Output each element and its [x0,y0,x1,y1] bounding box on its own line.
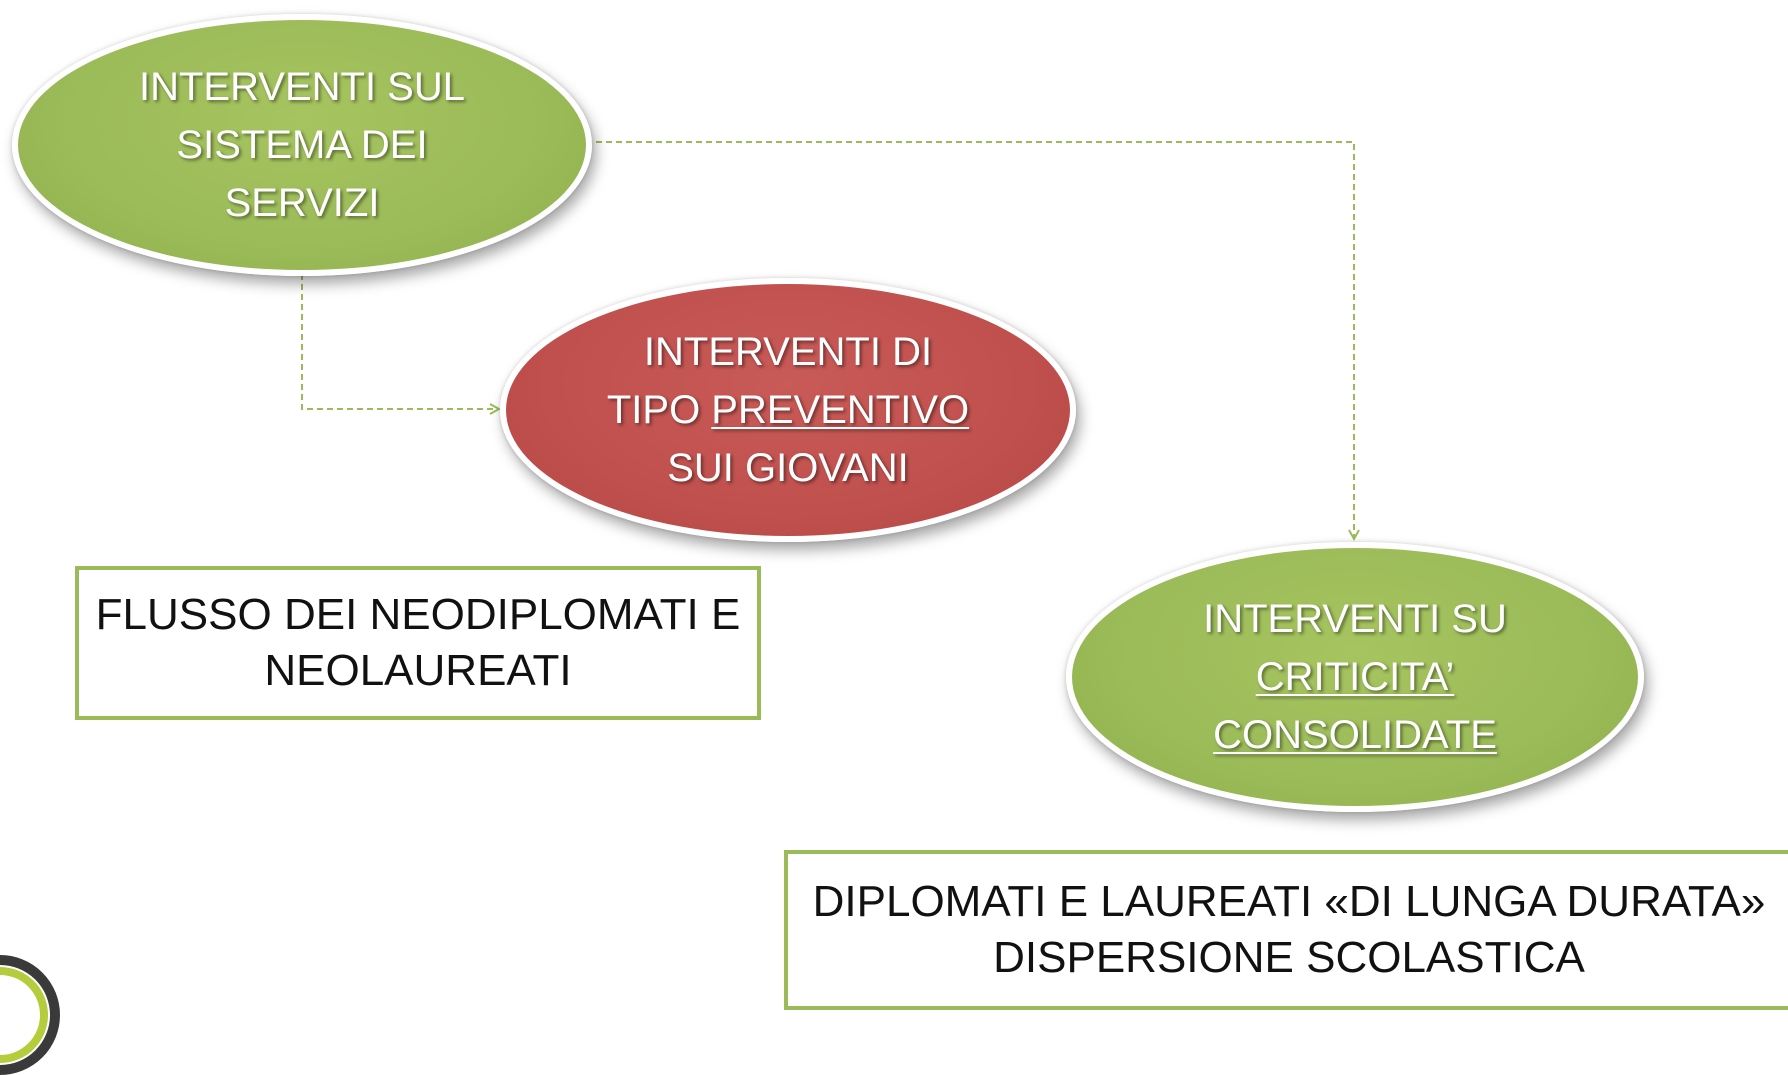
node-servizi-line3: SERVIZI [224,181,380,225]
node-criticita-line1: INTERVENTI SU [1203,597,1507,641]
node-preventivo-line3: SUI GIOVANI [667,446,909,490]
connector-servizi-to-criticita [586,141,1360,542]
connectors [301,141,1360,542]
box-flusso-line1: FLUSSO DEI NEODIPLOMATI E [95,590,741,639]
node-servizi-line2: SISTEMA DEI [176,123,428,167]
node-preventivo-line1: INTERVENTI DI [643,330,933,374]
node-label: INTERVENTI SU CRITICITA’ CONSOLIDATE [1203,590,1507,764]
box-lunga-durata-line2: DISPERSIONE SCOLASTICA [993,933,1585,982]
box-label: DIPLOMATI E LAUREATI «DI LUNGA DURATA» D… [813,874,1766,986]
node-interventi-preventivo: INTERVENTI DI TIPO PREVENTIVO SUI GIOVAN… [500,278,1076,542]
box-label: FLUSSO DEI NEODIPLOMATI E NEOLAUREATI [96,587,741,699]
node-preventivo-line2-prefix: TIPO [606,388,712,432]
connector-servizi-to-preventivo [301,274,502,415]
node-interventi-sistema-servizi: INTERVENTI SUL SISTEMA DEI SERVIZI [12,14,592,276]
node-criticita-line3: CONSOLIDATE [1213,713,1497,757]
node-servizi-line1: INTERVENTI SUL [139,65,465,109]
node-preventivo-line2: TIPO PREVENTIVO [607,381,969,439]
node-preventivo-line2-underlined: PREVENTIVO [711,388,970,432]
box-lunga-durata: DIPLOMATI E LAUREATI «DI LUNGA DURATA» D… [784,850,1788,1010]
box-flusso-neodiplomati: FLUSSO DEI NEODIPLOMATI E NEOLAUREATI [75,566,761,720]
node-label: INTERVENTI DI TIPO PREVENTIVO SUI GIOVAN… [607,323,969,497]
box-lunga-durata-line1: DIPLOMATI E LAUREATI «DI LUNGA DURATA» [812,877,1766,926]
node-criticita-line2: CRITICITA’ [1255,655,1455,699]
box-flusso-line2: NEOLAUREATI [264,646,572,695]
node-label: INTERVENTI SUL SISTEMA DEI SERVIZI [139,58,465,232]
node-interventi-criticita: INTERVENTI SU CRITICITA’ CONSOLIDATE [1066,542,1644,812]
